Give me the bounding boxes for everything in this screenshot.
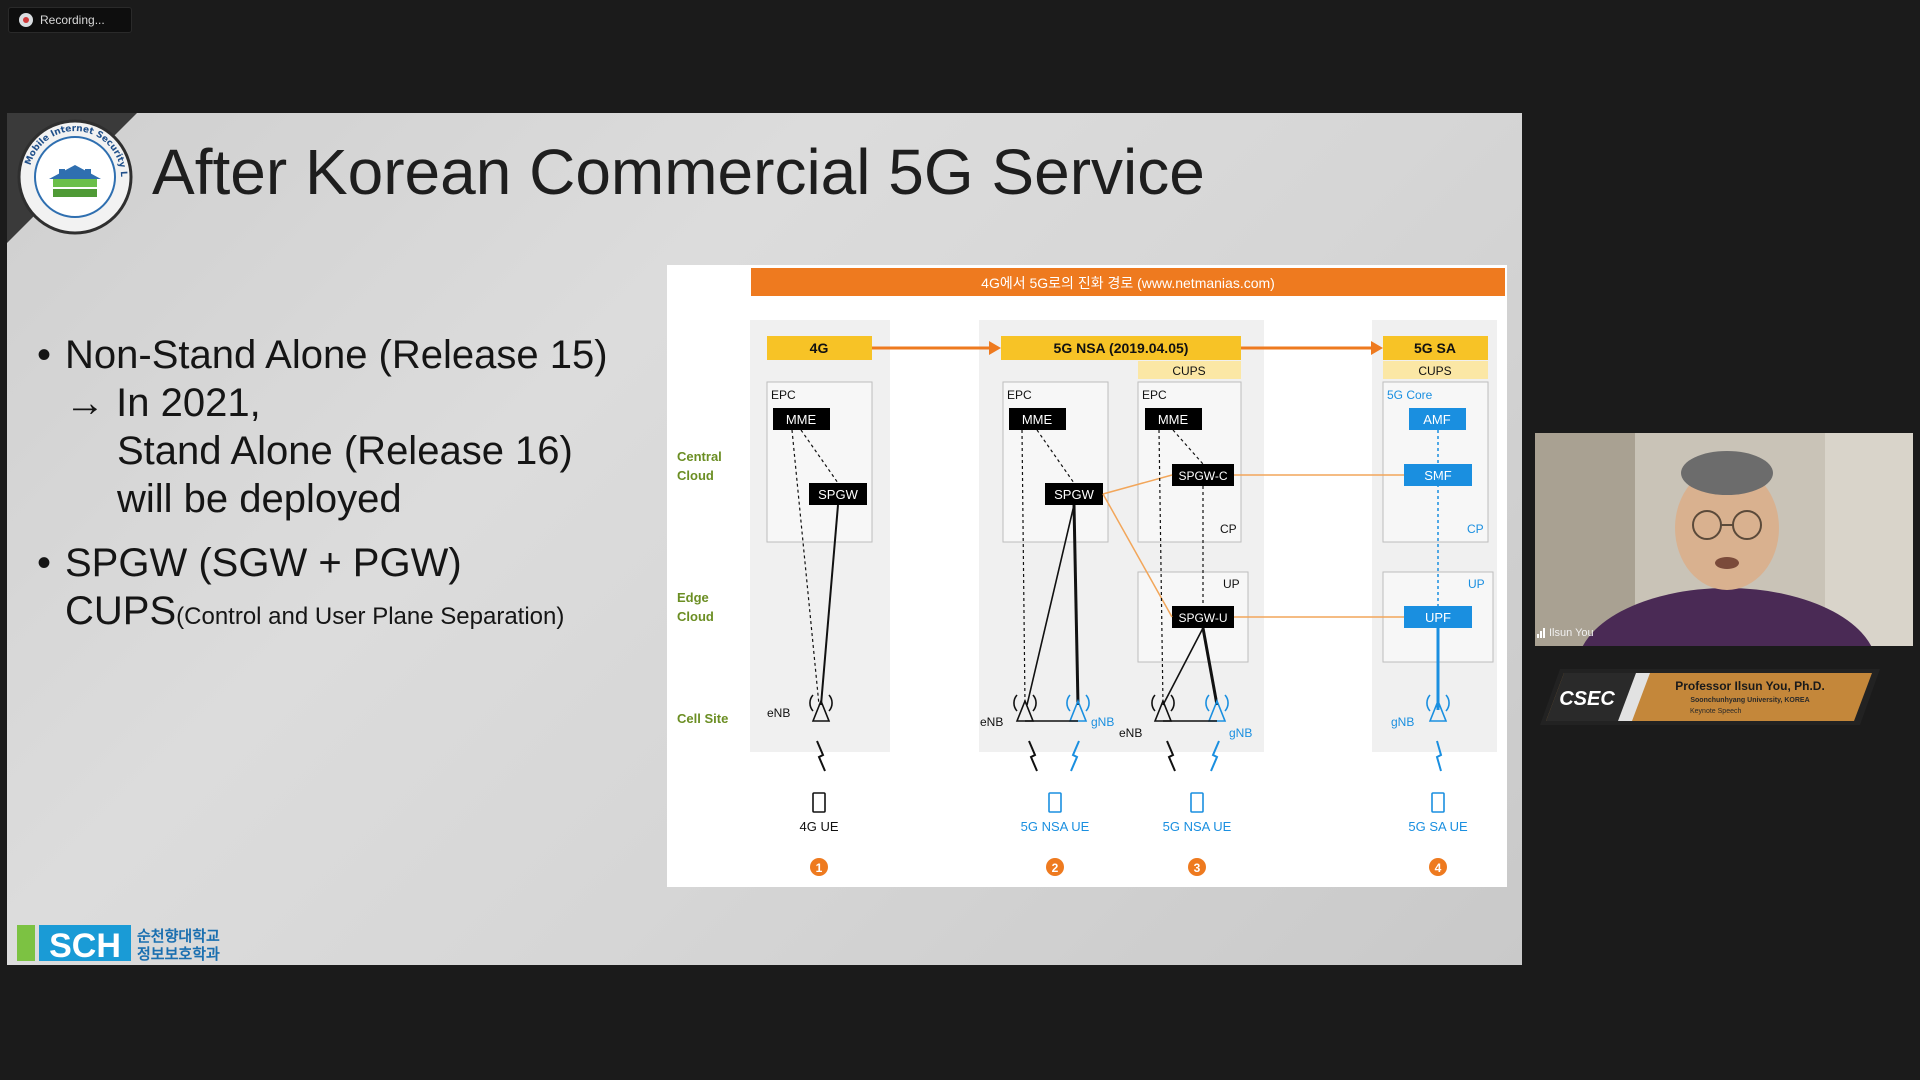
svg-text:UP: UP [1223,577,1240,591]
participant-name: Ilsun You [1549,627,1594,639]
presentation-slide: Mobile Internet Security Lab After Korea… [7,113,1522,965]
svg-text:Keynote Speech: Keynote Speech [1690,708,1741,715]
record-icon [19,13,33,27]
svg-text:gNB: gNB [1229,726,1252,740]
svg-text:Soonchunhyang University, KORE: Soonchunhyang University, KOREA [1690,697,1809,704]
csec-logo: CSEC [1559,688,1615,710]
svg-text:5G Core: 5G Core [1387,388,1433,402]
svg-text:UP: UP [1468,577,1485,591]
svg-text:Cloud: Cloud [677,468,714,483]
svg-text:UPF: UPF [1425,610,1451,625]
svg-text:SPGW-C: SPGW-C [1178,469,1227,483]
svg-text:gNB: gNB [1091,715,1114,729]
svg-text:SPGW: SPGW [818,487,858,502]
svg-text:2: 2 [1052,861,1059,875]
svg-text:MME: MME [786,412,817,427]
svg-text:Central: Central [677,449,722,464]
svg-text:EPC: EPC [771,388,796,402]
school-logo-icon: SCH 순천향대학교 정보보호학과 [17,925,220,963]
svg-text:SCH: SCH [49,927,121,963]
speaker-banner: CSEC Professor Ilsun You, Ph.D. Soonchun… [1540,669,1880,725]
diagram-header: 4G에서 5G로의 진화 경로 (www.netmanias.com) [981,275,1275,291]
svg-text:CP: CP [1467,522,1484,536]
speaker-video-frame [1535,433,1913,646]
svg-text:SMF: SMF [1424,468,1452,483]
svg-text:AMF: AMF [1423,412,1451,427]
svg-text:SPGW-U: SPGW-U [1178,611,1227,625]
svg-text:CUPS: CUPS [1418,364,1451,378]
slide-title: After Korean Commercial 5G Service [152,136,1205,208]
bullet-nsa: •Non-Stand Alone (Release 15) → In 2021,… [37,333,608,521]
svg-text:4: 4 [1435,861,1442,875]
svg-text:eNB: eNB [767,706,790,720]
lab-logo-icon: Mobile Internet Security Lab [15,117,133,235]
svg-text:5G SA UE: 5G SA UE [1408,819,1468,834]
svg-text:MME: MME [1158,412,1189,427]
stage-5g-sa: 5G SA [1414,340,1456,356]
recording-indicator[interactable]: Recording... [8,7,132,33]
stage-5g-nsa: 5G NSA (2019.04.05) [1054,340,1189,356]
svg-text:CP: CP [1220,522,1237,536]
stage-4g: 4G [810,340,829,356]
svg-text:Professor Ilsun You, Ph.D.: Professor Ilsun You, Ph.D. [1675,679,1825,693]
svg-text:5G NSA UE: 5G NSA UE [1021,819,1090,834]
signal-icon [1537,628,1545,638]
svg-text:gNB: gNB [1391,715,1414,729]
svg-text:1: 1 [816,861,823,875]
svg-text:MME: MME [1022,412,1053,427]
5g-evolution-diagram: 4G에서 5G로의 진화 경로 (www.netmanias.com) Cent… [667,265,1507,887]
recording-label: Recording... [40,13,105,27]
svg-text:EPC: EPC [1142,388,1167,402]
svg-text:정보보호학과: 정보보호학과 [137,945,220,963]
webcam-video[interactable] [1535,433,1913,646]
svg-text:CUPS: CUPS [1172,364,1205,378]
svg-text:EPC: EPC [1007,388,1032,402]
svg-text:eNB: eNB [1119,726,1142,740]
svg-text:Cloud: Cloud [677,609,714,624]
bullet-spgw: •SPGW (SGW + PGW) CUPS(Control and User … [37,541,565,633]
svg-text:순천향대학교: 순천향대학교 [137,927,220,945]
svg-text:eNB: eNB [980,715,1003,729]
participant-name-tag: Ilsun You [1537,627,1594,639]
svg-text:SPGW: SPGW [1054,487,1094,502]
svg-text:5G NSA UE: 5G NSA UE [1163,819,1232,834]
svg-text:3: 3 [1194,861,1201,875]
svg-text:4G UE: 4G UE [799,819,838,834]
svg-text:Cell Site: Cell Site [677,711,728,726]
svg-text:Edge: Edge [677,590,709,605]
